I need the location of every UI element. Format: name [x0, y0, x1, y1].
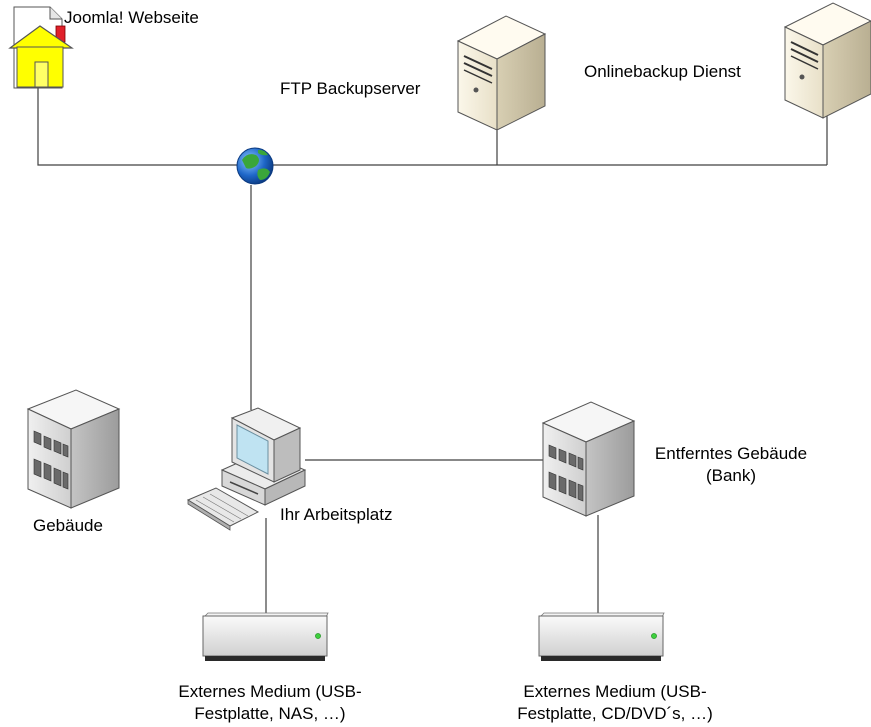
online-backup-server-icon: [783, 2, 871, 119]
remote-building-label-line1: Entferntes Gebäude: [654, 444, 808, 463]
joomla-website-label: Joomla! Webseite: [64, 8, 199, 27]
external-drive-2-icon: [538, 612, 665, 661]
internet-globe-icon: [236, 147, 274, 185]
external-medium-2-line2: Festplatte, CD/DVD´s, …): [517, 704, 713, 723]
ftp-backupserver-label: FTP Backupserver: [280, 79, 421, 98]
external-medium-2-label: Externes Medium (USB- Festplatte, CD/DVD…: [470, 681, 760, 725]
connection-lines: [37, 88, 828, 614]
building-label: Gebäude: [33, 516, 103, 535]
workstation-label: Ihr Arbeitsplatz: [280, 505, 393, 524]
ftp-server-icon: [456, 15, 547, 131]
workstation-pc-icon: [186, 407, 307, 531]
building-icon: [26, 389, 121, 509]
external-medium-2-line1: Externes Medium (USB-: [523, 682, 707, 701]
remote-building-label: Entferntes Gebäude (Bank): [636, 443, 826, 487]
external-drive-1-icon: [202, 612, 329, 661]
remote-building-icon: [541, 401, 636, 517]
website-house-icon: [8, 6, 74, 89]
external-medium-1-label: Externes Medium (USB- Festplatte, NAS, ……: [140, 681, 400, 725]
remote-building-label-line2: (Bank): [705, 466, 757, 485]
external-medium-1-line2: Festplatte, NAS, …): [194, 704, 346, 723]
onlinebackup-label: Onlinebackup Dienst: [584, 62, 741, 81]
line-joomla-to-bus: [37, 88, 255, 166]
external-medium-1-line1: Externes Medium (USB-: [178, 682, 362, 701]
